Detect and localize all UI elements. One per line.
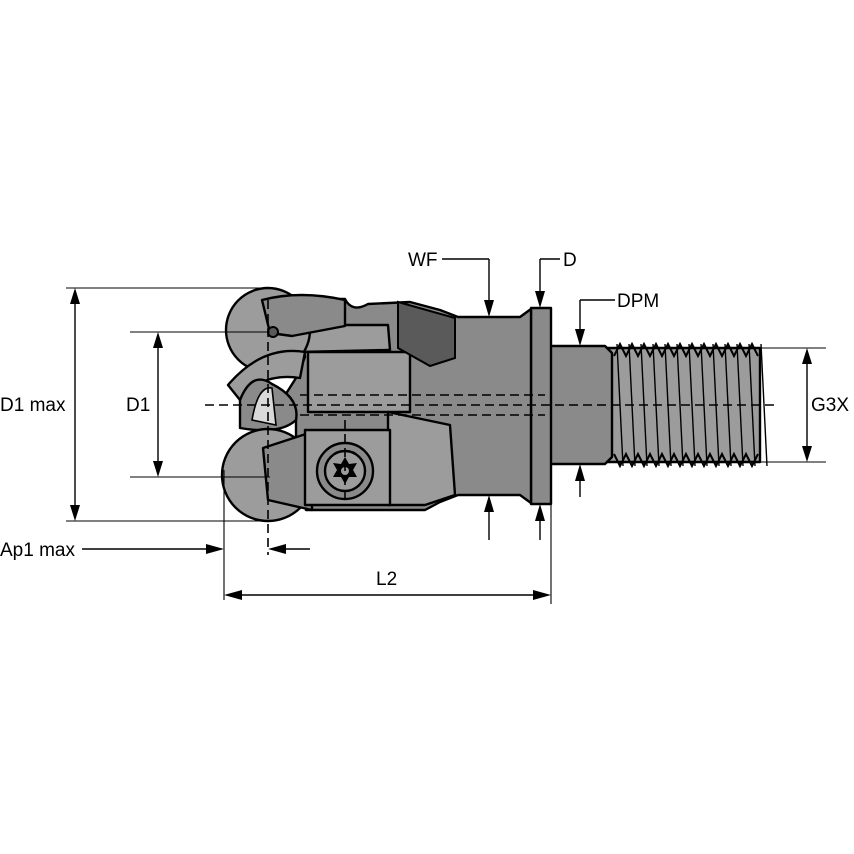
label-dpm: DPM: [617, 291, 659, 312]
thread-line: [676, 343, 684, 467]
upper-insert-seat: [260, 293, 347, 338]
label-d: D: [563, 250, 577, 271]
dim-d1: D1: [126, 331, 270, 478]
dim-l2: L2: [224, 505, 552, 604]
cone-highlight: [251, 387, 277, 427]
thread-bottom-profile: [613, 451, 759, 469]
dim-dpm: DPM: [575, 291, 659, 497]
thread-line: [760, 343, 768, 467]
label-l2: L2: [376, 569, 397, 590]
mid-pocket: [306, 350, 412, 414]
dim-d1-max: D1 max: [0, 287, 275, 522]
thread-top-profile: [613, 341, 759, 359]
lower-insert-pad: [261, 430, 314, 512]
label-d1: D1: [126, 395, 150, 416]
label-d1-max: D1 max: [0, 395, 66, 416]
chip-flute: [397, 300, 456, 368]
dim-g3x: G3X: [740, 347, 849, 463]
label-g3x: G3X: [811, 395, 849, 416]
dim-wf: WF: [408, 250, 494, 540]
thread-line: [688, 343, 696, 467]
flange: [529, 306, 553, 506]
dim-ap1-max: Ap1 max: [0, 470, 310, 600]
label-ap1-max: Ap1 max: [0, 540, 75, 561]
dim-d: D: [535, 250, 577, 540]
label-wf: WF: [408, 250, 438, 271]
lower-flute: [386, 410, 457, 507]
